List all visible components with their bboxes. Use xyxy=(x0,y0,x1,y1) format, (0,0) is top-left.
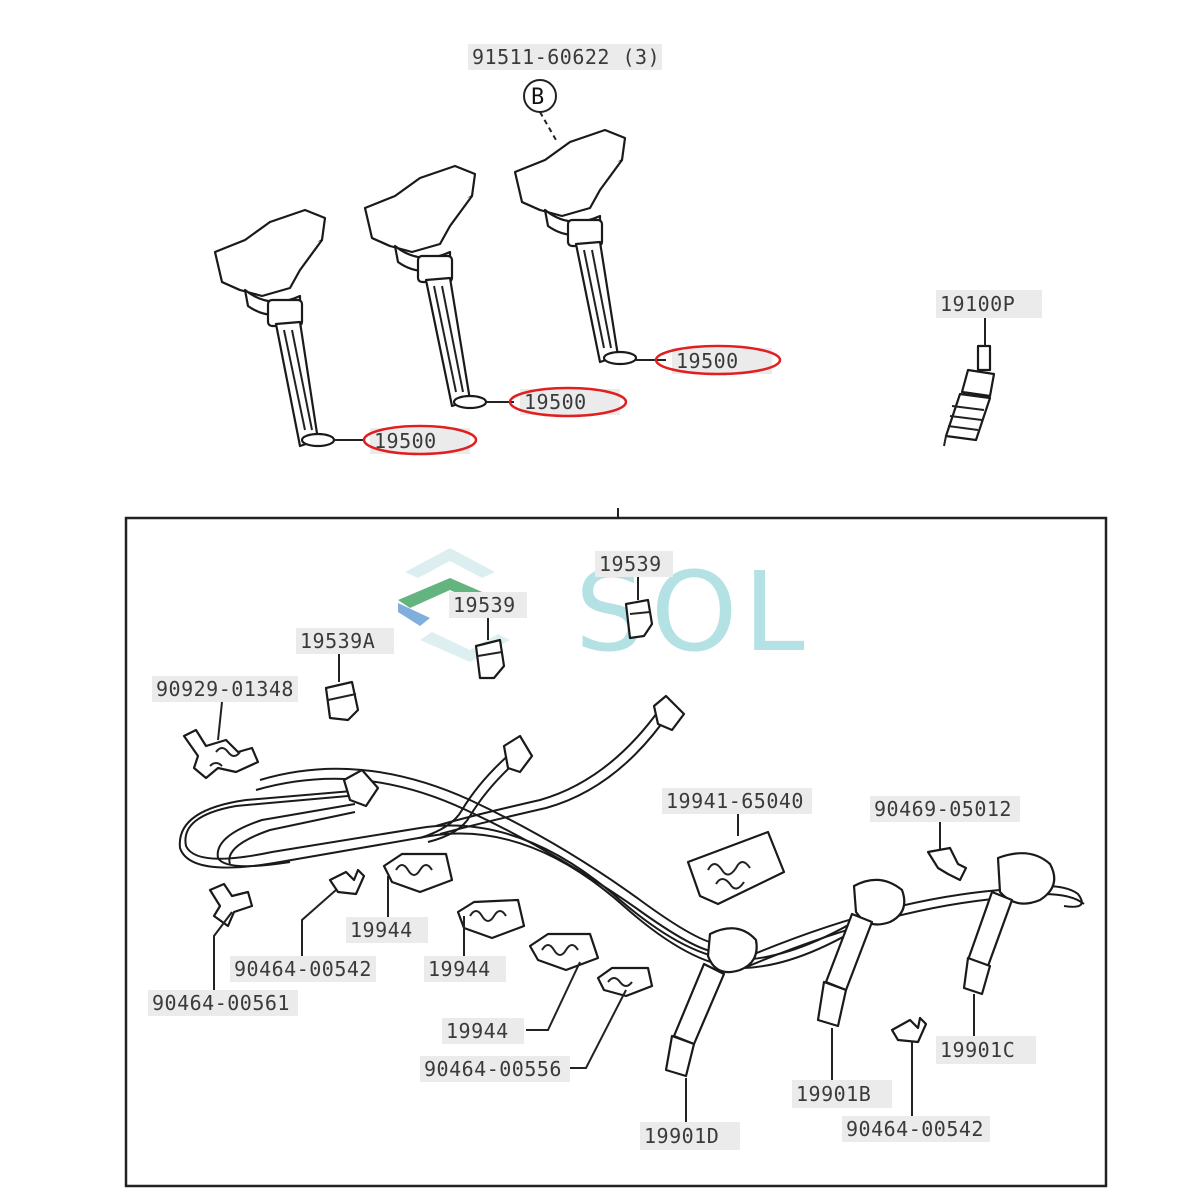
cord-set-frame xyxy=(124,516,1108,1188)
boot-19539-center xyxy=(474,638,506,680)
coil-label-1: 19500 xyxy=(374,429,437,453)
ignition-coil-2 xyxy=(363,164,488,410)
clip-561-label: 90464-00561 xyxy=(152,991,290,1015)
clamp-b-label: 19944 xyxy=(428,957,491,981)
holder-label: 19941-65040 xyxy=(666,789,804,813)
ignition-coil-3 xyxy=(513,128,638,366)
boot-label-1: 19539 xyxy=(599,552,662,576)
holder-icon xyxy=(686,830,786,906)
clamp-a-label: 19944 xyxy=(350,918,413,942)
spark-plug-icon xyxy=(943,344,996,447)
clip-right-label: 90469-05012 xyxy=(874,797,1012,821)
cord-set xyxy=(178,694,1085,970)
coil-highlight-1 xyxy=(362,424,478,456)
cord-d-label: 19901D xyxy=(644,1124,719,1148)
boot-label-a: 19539A xyxy=(300,629,375,653)
ignition-coil-1 xyxy=(213,208,336,448)
clip-542-right-icon xyxy=(890,1016,928,1044)
reference-b-leader xyxy=(539,111,557,141)
boot-19539a xyxy=(324,680,360,722)
clip-556-icon xyxy=(596,966,654,998)
clamp-left-label: 90929-01348 xyxy=(156,677,294,701)
cord-b-label: 19901B xyxy=(796,1082,871,1106)
clip-right-icon xyxy=(926,846,968,882)
coil-label-3: 19500 xyxy=(676,349,739,373)
clip-542-left-label: 90464-00542 xyxy=(234,957,372,981)
reference-b-label: B xyxy=(531,85,545,110)
clamp-19944-c-icon xyxy=(528,932,600,972)
clamp-19944-b-icon xyxy=(456,898,526,940)
boot-19539-right xyxy=(624,598,654,640)
coil-highlight-2 xyxy=(508,386,628,418)
plug-boot-19901c xyxy=(962,852,1056,996)
plug-boot-19901b xyxy=(816,878,906,1028)
clip-542-right-label: 90464-00542 xyxy=(846,1117,984,1141)
boot-label-2: 19539 xyxy=(453,593,516,617)
coil-label-2: 19500 xyxy=(524,390,587,414)
coil-highlight-3 xyxy=(654,344,782,376)
bolt-label: 91511-60622 (3) xyxy=(472,45,660,69)
clip-542-left-icon xyxy=(328,868,366,896)
clamp-19944-a-icon xyxy=(382,852,454,894)
plug-boot-19901d xyxy=(664,927,758,1078)
clip-561-icon xyxy=(208,882,254,928)
cord-c-label: 19901C xyxy=(940,1038,1015,1062)
clamp-c-label: 19944 xyxy=(446,1019,509,1043)
spark-plug-label: 19100P xyxy=(940,292,1015,316)
clip-556-label: 90464-00556 xyxy=(424,1057,562,1081)
clamp-left-icon xyxy=(182,728,260,780)
